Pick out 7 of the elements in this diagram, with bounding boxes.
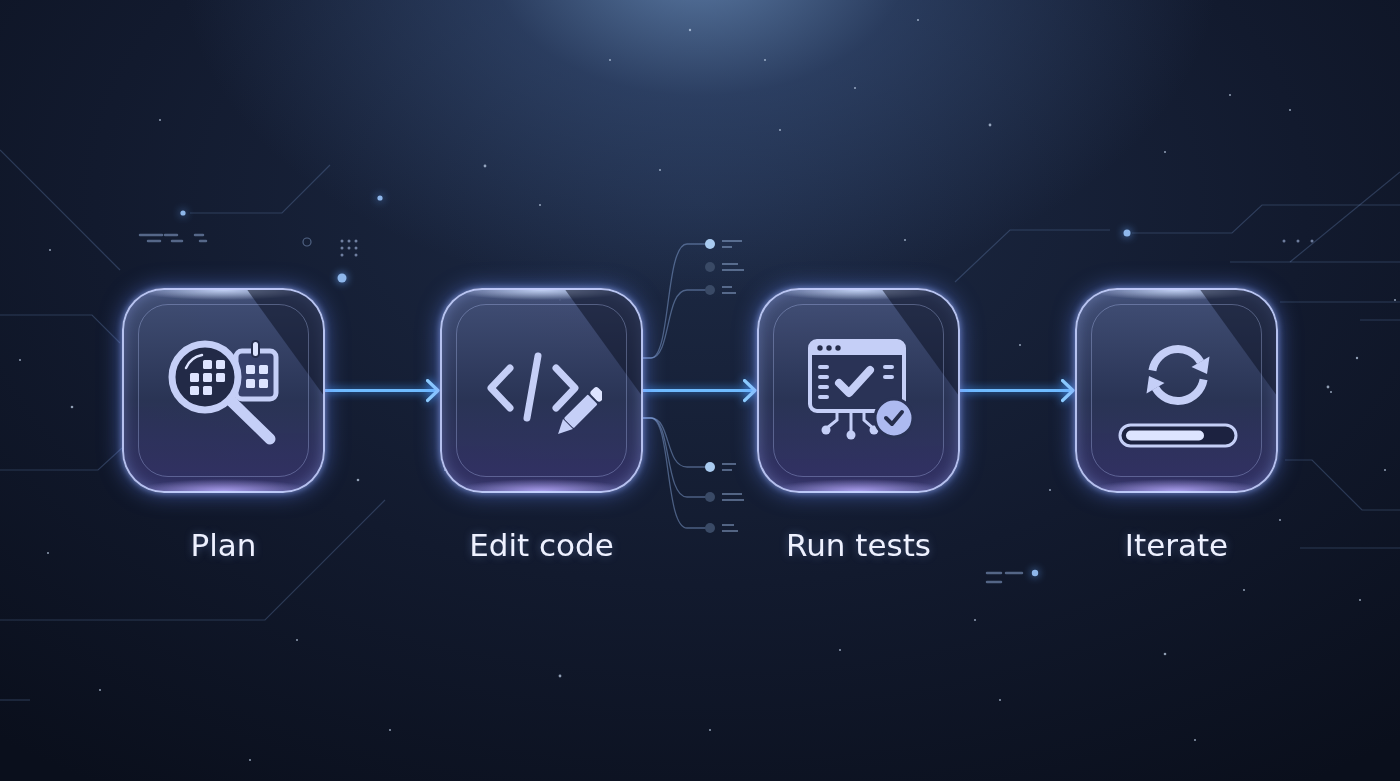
step-label: Edit code xyxy=(468,527,615,563)
step-label: Plan xyxy=(189,527,258,563)
step-label: Iterate xyxy=(1123,527,1230,563)
arrow xyxy=(960,378,1075,403)
arrow xyxy=(325,378,440,403)
arrow xyxy=(643,378,757,403)
step-label: Run tests xyxy=(785,527,932,563)
